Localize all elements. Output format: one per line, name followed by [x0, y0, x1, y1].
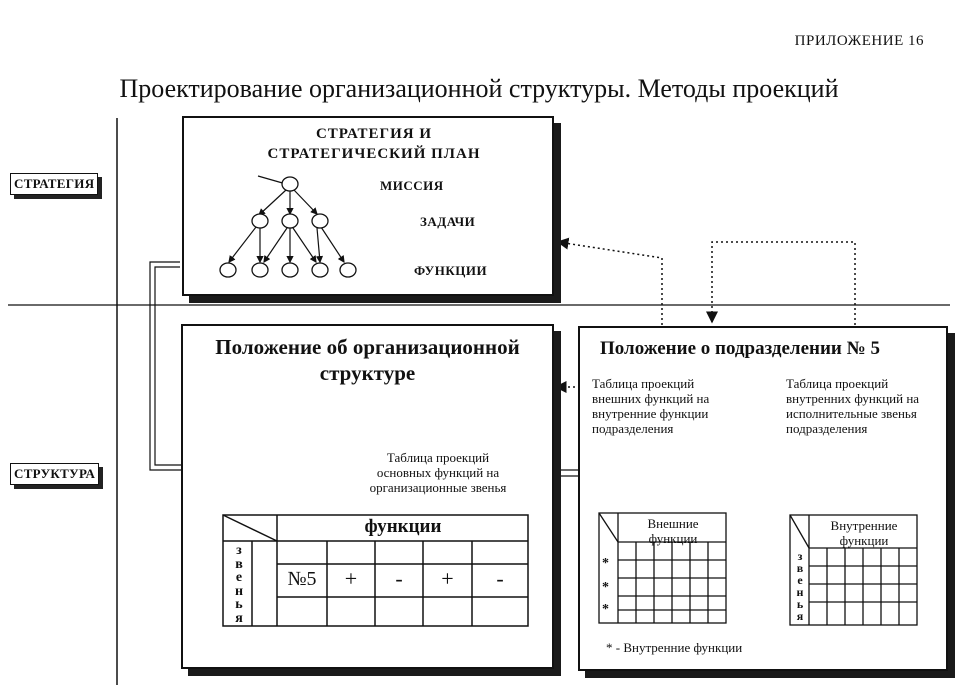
org-table-caption-line3: организационные звенья: [369, 480, 507, 495]
row-header-letter: ь: [796, 597, 804, 611]
row-header-letter: в: [796, 561, 804, 575]
dept-right-caption-line3: исполнительные звенья: [786, 406, 917, 421]
org-projection-table: [222, 514, 529, 627]
tree-node-task-3: [311, 213, 329, 229]
org-table-cell: -: [395, 566, 403, 591]
dept-left-table-header: Внешние функции: [618, 516, 728, 546]
row-header-letter: з: [236, 543, 242, 558]
org-table-caption-line1: Таблица проекций: [386, 450, 490, 465]
tree-node-task-1: [251, 213, 269, 229]
dept-right-header-line2: функции: [839, 533, 889, 548]
tree-node-task-2: [281, 213, 299, 229]
mission-label: МИССИЯ: [380, 178, 444, 193]
row-header-letter: ь: [235, 597, 243, 612]
dept-footnote: * - Внутренние функции: [606, 640, 742, 656]
dept-right-table-header: Внутренние функции: [809, 518, 919, 548]
strategy-heading-line1: СТРАТЕГИЯ И: [315, 126, 433, 142]
row-header-letter: е: [797, 573, 803, 587]
row-header-letter: в: [235, 556, 243, 572]
org-heading-line2: структуре: [319, 361, 416, 385]
row-mark: *: [602, 580, 609, 595]
dept-right-table: [789, 514, 918, 626]
strategy-heading-line2: СТРАТЕГИЧЕСКИЙ ПЛАН: [267, 146, 481, 162]
dept-right-caption-line2: внутренних функций на: [786, 391, 920, 406]
dept-left-caption-line4: подразделения: [592, 421, 674, 436]
dept-right-row-header: з в е н ь я: [791, 550, 809, 622]
org-table-caption-line2: основных функций на: [376, 465, 500, 480]
tree-node-function-4: [311, 262, 329, 278]
footnote-mark: *: [606, 640, 613, 655]
dept-left-caption-line3: внутренние функции: [592, 406, 709, 421]
org-table-row-label: №5: [287, 568, 317, 590]
tree-node-function-1: [219, 262, 237, 278]
dotted-connector-1: [556, 237, 663, 330]
row-header-letter: з: [797, 549, 803, 563]
structure-side-label: СТРУКТУРА: [10, 463, 100, 485]
row-header-letter: е: [235, 570, 243, 585]
dept-right-caption-line1: Таблица проекций: [786, 376, 889, 391]
dept-left-header-line1: Внешние: [647, 516, 699, 531]
hierarchy-tree: [219, 175, 357, 278]
strategy-box: СТРАТЕГИЯ И СТРАТЕГИЧЕСКИЙ ПЛАН МИССИЯ З…: [182, 116, 554, 296]
row-header-letter: я: [235, 610, 243, 626]
row-header-letter: я: [796, 609, 804, 623]
dept-left-table: [598, 512, 727, 624]
functions-label: ФУНКЦИИ: [414, 263, 488, 278]
org-table-row-header: з в е н ь я: [226, 544, 252, 625]
row-mark: *: [602, 556, 609, 571]
dept-left-caption-line1: Таблица проекций: [592, 376, 695, 391]
tree-node-function-2: [251, 262, 269, 278]
row-header-letter: н: [796, 585, 804, 599]
tasks-label: ЗАДАЧИ: [420, 214, 476, 229]
page-title: Проектирование организационной структуры…: [119, 74, 839, 103]
org-table-cell: -: [496, 566, 504, 591]
org-table-col-header: функции: [364, 516, 442, 537]
department-heading: Положение о подразделении № 5: [600, 338, 880, 359]
dept-left-header-line2: функции: [648, 531, 698, 546]
footnote-text: - Внутренние функции: [615, 640, 743, 655]
dept-left-caption-line2: внешних функций на: [592, 391, 710, 406]
tree-node-mission: [281, 176, 299, 192]
org-table-cell: +: [344, 566, 358, 591]
org-heading-line1: Положение об организационной: [215, 335, 520, 359]
dept-right-header-line1: Внутренние: [830, 518, 898, 533]
strategy-side-label: СТРАТЕГИЯ: [10, 173, 99, 195]
tree-node-function-5: [339, 262, 357, 278]
tree-node-function-3: [281, 262, 299, 278]
row-mark: *: [602, 602, 609, 617]
dept-right-caption-line4: подразделения: [786, 421, 868, 436]
dotted-connector-2: [706, 241, 856, 330]
appendix-label: ПРИЛОЖЕНИЕ 16: [794, 33, 924, 49]
org-structure-box: Положение об организационной структуре Т…: [181, 324, 554, 669]
department-box: Положение о подразделении № 5 Таблица пр…: [578, 326, 948, 671]
org-table-cell: +: [441, 566, 454, 591]
row-header-letter: н: [234, 583, 244, 599]
